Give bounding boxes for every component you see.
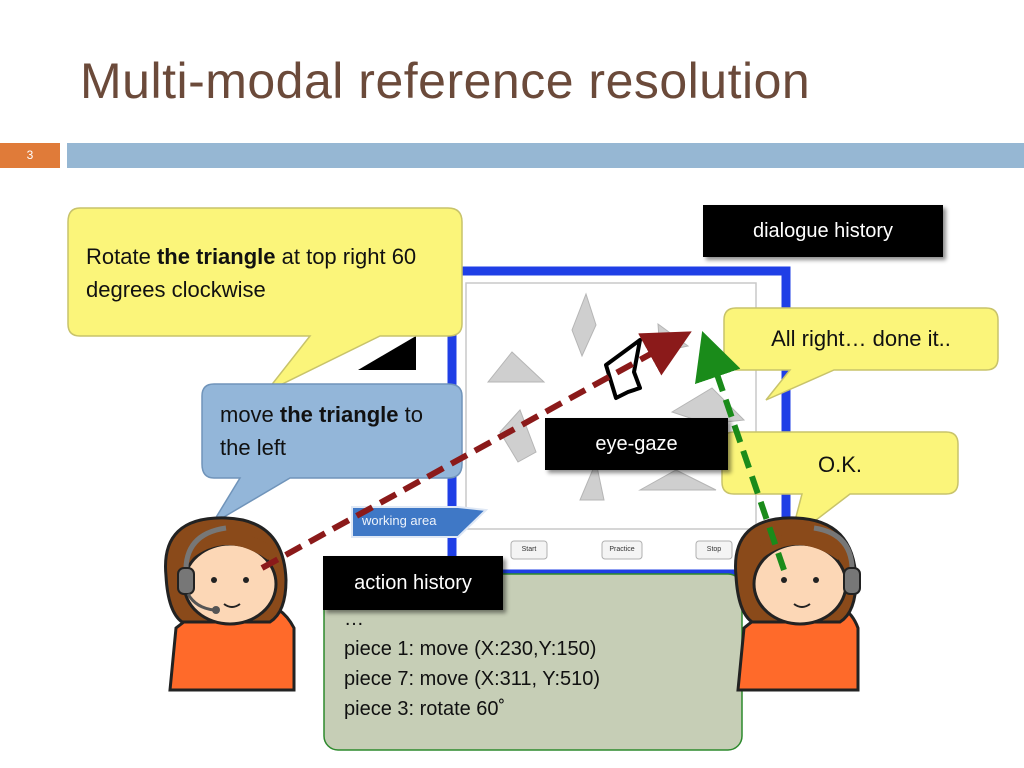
reply-bubble-shape	[723, 307, 999, 401]
working-area-label-box	[351, 506, 489, 538]
action-log-line: piece 1: move (X:230,Y:150)	[344, 638, 597, 660]
action-log-line: piece 3: rotate 60˚	[344, 698, 506, 720]
title-bar	[67, 143, 1024, 168]
move-bubble-text: move the triangle to the left	[220, 402, 423, 460]
tangram-piece	[638, 469, 717, 491]
left-person-icon	[164, 516, 296, 692]
instruction-bubble-text: Rotate the triangle at top right 60 degr…	[86, 244, 417, 302]
action-history-tag: action history	[323, 556, 503, 610]
tangram-piece	[579, 460, 605, 501]
stop-button[interactable]: Stop	[706, 546, 722, 553]
start-button[interactable]: Start	[521, 546, 537, 553]
action-log: … piece 1: move (X:230,Y:150) piece 7: m…	[344, 604, 600, 724]
dialogue-history-tag: dialogue history	[703, 205, 943, 257]
black-triangle-piece	[358, 336, 416, 370]
working-area-label: working area	[362, 513, 437, 528]
move-bubble-shape	[201, 383, 463, 525]
stop-button-box	[695, 540, 733, 560]
action-log-line: …	[344, 608, 364, 630]
practice-button-box	[601, 540, 643, 560]
tangram-piece	[571, 292, 597, 358]
green-gaze-arrow	[695, 330, 787, 571]
reply-bubble-text: All right… done it..	[771, 326, 951, 351]
ok-bubble-text: O.K.	[817, 452, 862, 477]
slide-title: Multi-modal reference resolution	[80, 53, 811, 109]
practice-button[interactable]: Practice	[609, 546, 635, 553]
tangram-piece	[499, 409, 537, 463]
tangram-piece	[486, 351, 546, 383]
slide-number: 3	[0, 143, 60, 168]
eye-gaze-tag: eye-gaze	[545, 418, 728, 470]
start-button-box	[510, 540, 548, 560]
action-log-line: piece 7: move (X:311, Y:510)	[344, 668, 601, 690]
right-person-icon	[734, 516, 861, 692]
red-gaze-arrow	[260, 331, 692, 571]
instruction-bubble-shape	[67, 207, 463, 393]
